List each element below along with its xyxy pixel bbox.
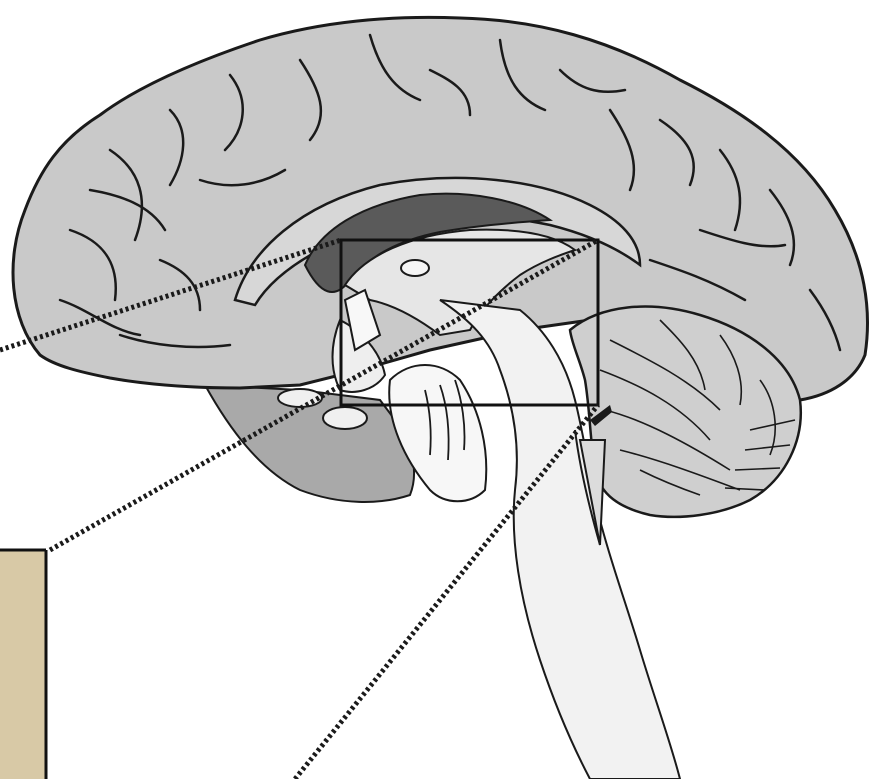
optic-chiasm bbox=[278, 389, 322, 407]
thalamus bbox=[401, 260, 429, 276]
pituitary bbox=[323, 407, 367, 429]
inset-panel bbox=[0, 550, 46, 779]
